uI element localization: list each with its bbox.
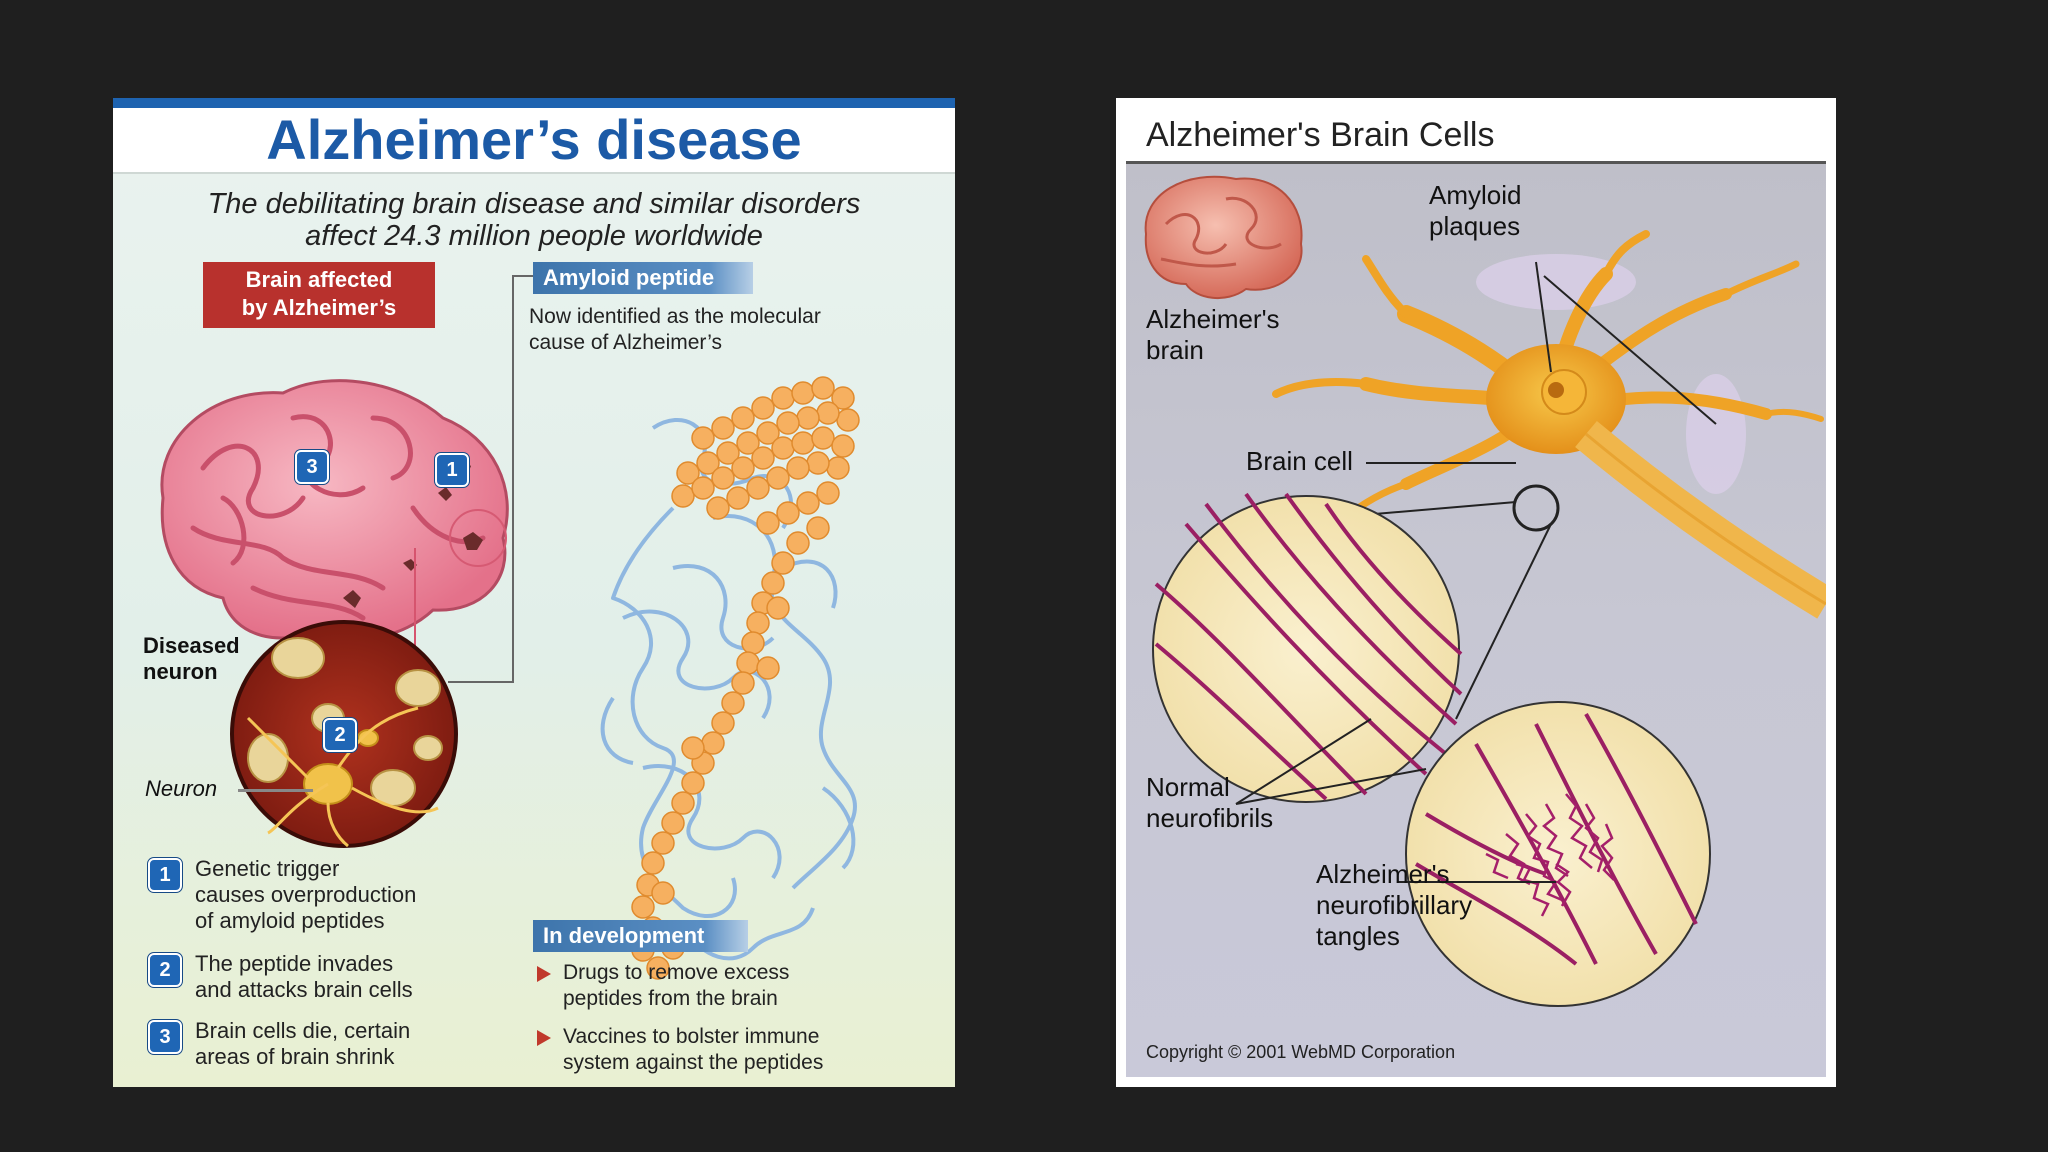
amyloid-description: Now identified as the molecular cause of…: [529, 304, 821, 356]
amyloid-label-line-1: Amyloid: [1429, 180, 1522, 210]
title-rule: [1126, 161, 1826, 164]
infographic-subtitle: The debilitating brain disease and simil…: [153, 188, 915, 252]
tangles-line-1: Alzheimer's: [1316, 859, 1450, 889]
brain-marker-1: 1: [435, 453, 469, 487]
development-bullet-1: [537, 966, 551, 982]
infographic-title: Alzheimer’s disease: [266, 108, 802, 171]
normal-line-1: Normal: [1146, 772, 1230, 802]
step-2-number: 2: [148, 953, 182, 987]
brain-cell-illustration: [1144, 175, 1826, 1007]
alz-brain-line-1: Alzheimer's: [1146, 304, 1280, 334]
dev-item-2-line-1: Vaccines to bolster immune: [563, 1025, 820, 1048]
development-bullet-2: [537, 1030, 551, 1046]
brain-marker-3: 3: [295, 450, 329, 484]
normal-line-2: neurofibrils: [1146, 803, 1274, 833]
dev-item-2-line-2: system against the peptides: [563, 1051, 824, 1074]
brain-illustration: [160, 379, 509, 640]
diseased-line-1: Diseased: [143, 633, 240, 658]
amyloid-desc-line-2: cause of Alzheimer’s: [529, 331, 722, 354]
amyloid-desc-line-1: Now identified as the molecular: [529, 305, 821, 328]
step-3-number: 3: [148, 1020, 182, 1054]
tangles-line-3: tangles: [1316, 921, 1400, 951]
leader-lines: [414, 275, 533, 683]
diagram-canvas: Amyloid plaques Alzheimer's brain Brain …: [1126, 164, 1826, 1077]
alzheimers-brain-label: Alzheimer's brain: [1146, 304, 1280, 366]
normal-neurofibrils-label: Normal neurofibrils: [1146, 772, 1273, 834]
step-3-line-1: Brain cells die, certain: [195, 1018, 411, 1043]
diseased-line-2: neuron: [143, 659, 218, 684]
brain-label-line-2: by Alzheimer’s: [241, 295, 397, 320]
development-item-1: Drugs to remove excess peptides from the…: [563, 960, 789, 1012]
dev-item-1-line-1: Drugs to remove excess: [563, 961, 790, 984]
neuron-label-text: Neuron: [145, 776, 218, 801]
step-2-line-1: The peptide invades: [195, 951, 394, 976]
neuron-label: Neuron: [145, 776, 217, 802]
copyright-notice: Copyright © 2001 WebMD Corporation: [1146, 1042, 1456, 1062]
subtitle-line-1: The debilitating brain disease and simil…: [207, 188, 861, 220]
brain-affected-label: Brain affected by Alzheimer’s: [203, 262, 435, 328]
neurofibrillary-tangles-label: Alzheimer's neurofibrillary tangles: [1316, 859, 1472, 952]
step-1-line-3: of amyloid peptides: [195, 908, 385, 933]
step-1-line-1: Genetic trigger: [195, 856, 340, 881]
brain-cell-label: Brain cell: [1246, 446, 1353, 476]
subtitle-line-2: affect 24.3 million people worldwide: [305, 220, 763, 252]
in-development-tag: In development: [533, 920, 748, 952]
dev-item-1-line-2: peptides from the brain: [563, 987, 778, 1010]
brain-label-line-1: Brain affected: [245, 267, 393, 292]
diseased-neuron-label: Diseased neuron: [143, 633, 240, 685]
development-item-2: Vaccines to bolster immune system agains…: [563, 1024, 823, 1076]
amyloid-peptide-tag: Amyloid peptide: [533, 262, 753, 294]
step-3-text: Brain cells die, certain areas of brain …: [195, 1018, 410, 1070]
amyloid-plaques-label: Amyloid plaques: [1429, 180, 1521, 242]
title-accent-bar: [113, 98, 955, 108]
amyloid-peptide-structure: [600, 376, 860, 980]
step-1-number: 1: [148, 858, 182, 892]
alzheimers-infographic: Alzheimer’s disease The debilitating bra…: [113, 98, 955, 1087]
amyloid-label-line-2: plaques: [1429, 211, 1521, 241]
step-3-line-2: areas of brain shrink: [195, 1044, 395, 1069]
neuron-marker-2: 2: [323, 718, 357, 752]
tangles-line-2: neurofibrillary: [1316, 890, 1473, 920]
title-box: Alzheimer’s disease: [113, 108, 955, 174]
step-2-text: The peptide invades and attacks brain ce…: [195, 951, 413, 1003]
alz-brain-line-2: brain: [1146, 335, 1204, 365]
step-2-line-2: and attacks brain cells: [195, 977, 413, 1002]
step-1-line-2: causes overproduction: [195, 882, 417, 907]
diagram-title: Alzheimer's Brain Cells: [1146, 116, 1495, 154]
brain-cells-diagram: Alzheimer's Brain Cells: [1116, 98, 1836, 1087]
step-1-text: Genetic trigger causes overproduction of…: [195, 856, 416, 934]
neuron-pointer: [238, 789, 313, 792]
